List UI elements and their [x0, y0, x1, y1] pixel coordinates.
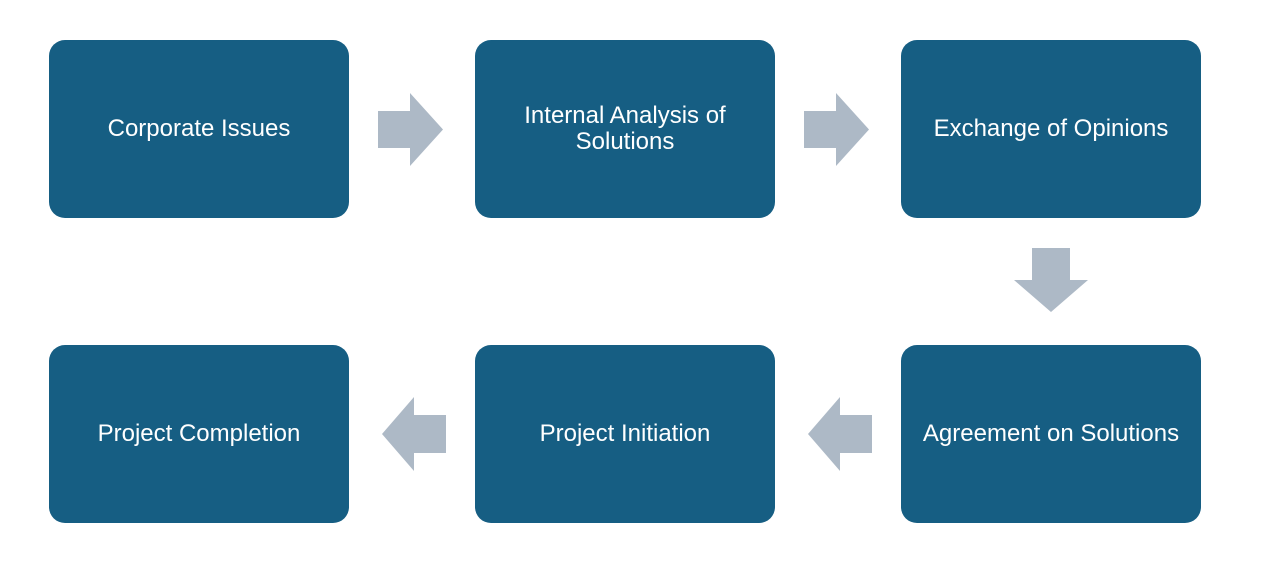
arrow-right-icon	[378, 93, 443, 166]
step-box-corporate-issues: Corporate Issues	[49, 40, 349, 218]
arrow-down-icon	[1014, 248, 1088, 312]
arrow-right-icon	[804, 93, 869, 166]
arrow-left-icon	[382, 397, 446, 471]
step-box-agreement-on-solutions: Agreement on Solutions	[901, 345, 1201, 523]
step-label: Exchange of Opinions	[933, 115, 1169, 142]
arrow-left-icon	[808, 397, 872, 471]
step-label: Corporate Issues	[107, 115, 291, 142]
step-box-internal-analysis: Internal Analysis of Solutions	[475, 40, 775, 218]
step-box-project-completion: Project Completion	[49, 345, 349, 523]
step-label: Agreement on Solutions	[922, 420, 1180, 447]
step-box-project-initiation: Project Initiation	[475, 345, 775, 523]
step-label: Project Initiation	[539, 420, 711, 447]
step-box-exchange-of-opinions: Exchange of Opinions	[901, 40, 1201, 218]
step-label: Project Completion	[97, 420, 301, 447]
step-label: Internal Analysis of Solutions	[524, 102, 726, 155]
